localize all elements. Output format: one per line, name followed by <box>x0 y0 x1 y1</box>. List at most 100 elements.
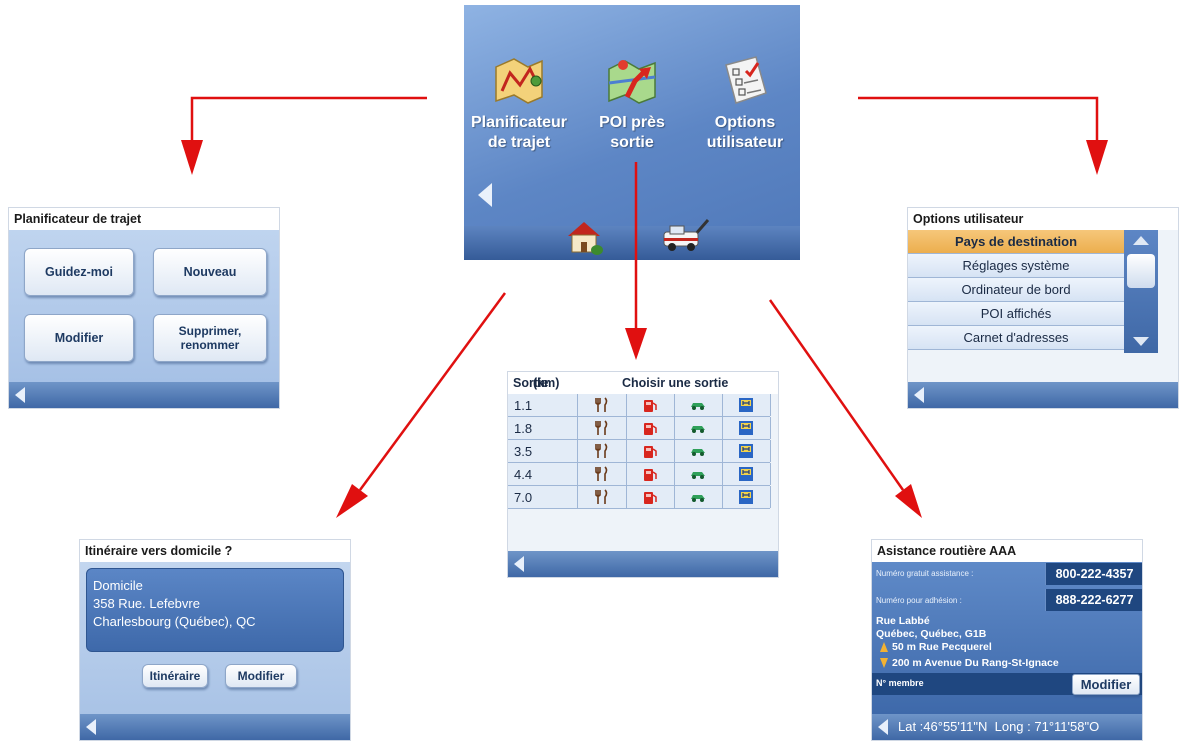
bottom-bar <box>9 382 279 408</box>
toll-free-number[interactable]: 800-222-4357 <box>1045 563 1142 585</box>
menu-item-poi-exit[interactable]: POI près sortie <box>577 53 687 153</box>
table-row: 7.0 <box>508 486 771 509</box>
edit-button[interactable]: Modifier <box>24 314 134 362</box>
guide-me-button[interactable]: Guidez-moi <box>24 248 134 296</box>
tow-truck-icon[interactable] <box>660 216 712 256</box>
car-icon[interactable] <box>674 394 723 416</box>
car-icon[interactable] <box>674 440 723 462</box>
gps-coordinates: Lat :46°55'11"N Long : 71°11'58"O <box>898 719 1100 734</box>
membership-number[interactable]: 888-222-6277 <box>1045 589 1142 611</box>
exit-distance: 4.4 <box>508 463 578 485</box>
address-panel: Domicile 358 Rue. Lefebvre Charlesbourg … <box>86 568 344 652</box>
route-button[interactable]: Itinéraire <box>142 664 208 688</box>
aaa-body: Numéro gratuit assistance : 800-222-4357… <box>872 562 1142 714</box>
bottom-bar: Lat :46°55'11"N Long : 71°11'58"O <box>872 714 1142 740</box>
menu-label: POI près <box>599 114 665 131</box>
exit-distance: 7.0 <box>508 486 578 508</box>
option-address-book[interactable]: Carnet d'adresses <box>908 326 1124 350</box>
scroll-thumb[interactable] <box>1127 254 1155 288</box>
address-name: Domicile <box>93 578 143 593</box>
screen-body: Guidez-moi Nouveau Modifier Supprimer, r… <box>9 230 279 382</box>
menu-label: utilisateur <box>706 134 784 151</box>
menu-label: sortie <box>610 134 654 151</box>
new-button[interactable]: Nouveau <box>153 248 267 296</box>
exit-distance: 1.1 <box>508 394 578 416</box>
car-icon[interactable] <box>674 486 723 508</box>
scrollbar[interactable] <box>1124 230 1158 353</box>
table-row: 4.4 <box>508 463 771 486</box>
distance-unit: (km) <box>533 376 560 390</box>
scroll-up-icon[interactable] <box>1133 236 1149 245</box>
bottom-bar <box>464 219 800 260</box>
fuel-icon[interactable] <box>626 463 675 485</box>
screen-body: Domicile 358 Rue. Lefebvre Charlesbourg … <box>80 562 350 714</box>
address-street: 358 Rue. Lefebvre <box>93 596 200 611</box>
membership-label: Numéro pour adhésion : <box>876 596 962 605</box>
fuel-icon[interactable] <box>626 486 675 508</box>
aaa-street: Rue Labbé <box>876 615 930 627</box>
trip-planner-screen: Planificateur de trajet Guidez-moi Nouve… <box>9 208 279 408</box>
option-displayed-poi[interactable]: POI affichés <box>908 302 1124 326</box>
toll-free-label: Numéro gratuit assistance : <box>876 569 974 578</box>
user-options-screen: Options utilisateur Pays de destination … <box>908 208 1178 408</box>
bottom-bar <box>508 551 778 577</box>
direction-down-icon <box>880 658 888 668</box>
bottom-bar <box>908 382 1178 408</box>
hotel-icon[interactable] <box>722 394 771 416</box>
restaurant-icon[interactable] <box>578 394 627 416</box>
table-row: 1.1 <box>508 394 771 417</box>
fuel-icon[interactable] <box>626 440 675 462</box>
menu-label: de trajet <box>487 134 551 151</box>
exit-distance: 1.8 <box>508 417 578 439</box>
aaa-city: Québec, Québec, G1B <box>876 628 987 640</box>
screen-spacer <box>908 353 1178 382</box>
address-city: Charlesbourg (Québec), QC <box>93 614 256 629</box>
edit-button[interactable]: Modifier <box>1072 674 1140 695</box>
screen-title: Options utilisateur <box>908 208 1178 230</box>
screen-title: Choisir une sortie <box>622 376 729 390</box>
member-label: N° membre <box>876 678 924 688</box>
back-arrow-icon[interactable] <box>86 719 96 735</box>
direction-step-2: 200 m Avenue Du Rang-St-Ignace <box>892 657 1059 669</box>
restaurant-icon[interactable] <box>578 486 627 508</box>
main-menu-screen: Planificateur de trajet POI près sortie <box>464 5 800 260</box>
bottom-bar <box>80 714 350 740</box>
back-arrow-icon[interactable] <box>878 719 888 735</box>
edit-button[interactable]: Modifier <box>225 664 297 688</box>
fuel-icon[interactable] <box>626 417 675 439</box>
hotel-icon[interactable] <box>722 463 771 485</box>
back-arrow-icon[interactable] <box>478 183 492 207</box>
exit-column-header: Sortie <box>513 376 549 390</box>
table-row: 3.5 <box>508 440 771 463</box>
car-icon[interactable] <box>674 417 723 439</box>
delete-rename-button[interactable]: Supprimer, renommer <box>153 314 267 362</box>
menu-item-user-options[interactable]: Options utilisateur <box>690 53 800 153</box>
hotel-icon[interactable] <box>722 440 771 462</box>
home-icon[interactable] <box>564 218 604 256</box>
car-icon[interactable] <box>674 463 723 485</box>
restaurant-icon[interactable] <box>578 417 627 439</box>
button-line: Supprimer, <box>178 324 242 338</box>
checklist-icon <box>718 53 772 107</box>
scroll-down-icon[interactable] <box>1133 337 1149 346</box>
screen-title: Itinéraire vers domicile ? <box>80 540 350 562</box>
button-line: renommer <box>180 338 240 352</box>
restaurant-icon[interactable] <box>578 440 627 462</box>
back-arrow-icon[interactable] <box>914 387 924 403</box>
screen-title: Asistance routière AAA <box>872 540 1142 562</box>
back-arrow-icon[interactable] <box>15 387 25 403</box>
direction-up-icon <box>880 642 888 652</box>
option-trip-computer[interactable]: Ordinateur de bord <box>908 278 1124 302</box>
route-planner-icon <box>492 53 546 107</box>
hotel-icon[interactable] <box>722 486 771 508</box>
restaurant-icon[interactable] <box>578 463 627 485</box>
fuel-icon[interactable] <box>626 394 675 416</box>
table-header: Sortie (km) Choisir une sortie <box>508 372 778 394</box>
hotel-icon[interactable] <box>722 417 771 439</box>
table-row: 1.8 <box>508 417 771 440</box>
option-system-settings[interactable]: Réglages système <box>908 254 1124 278</box>
back-arrow-icon[interactable] <box>514 556 524 572</box>
aaa-assistance-screen: Asistance routière AAA Numéro gratuit as… <box>872 540 1142 740</box>
menu-item-trip-planner[interactable]: Planificateur de trajet <box>464 53 574 153</box>
option-destination-country[interactable]: Pays de destination <box>908 230 1124 254</box>
